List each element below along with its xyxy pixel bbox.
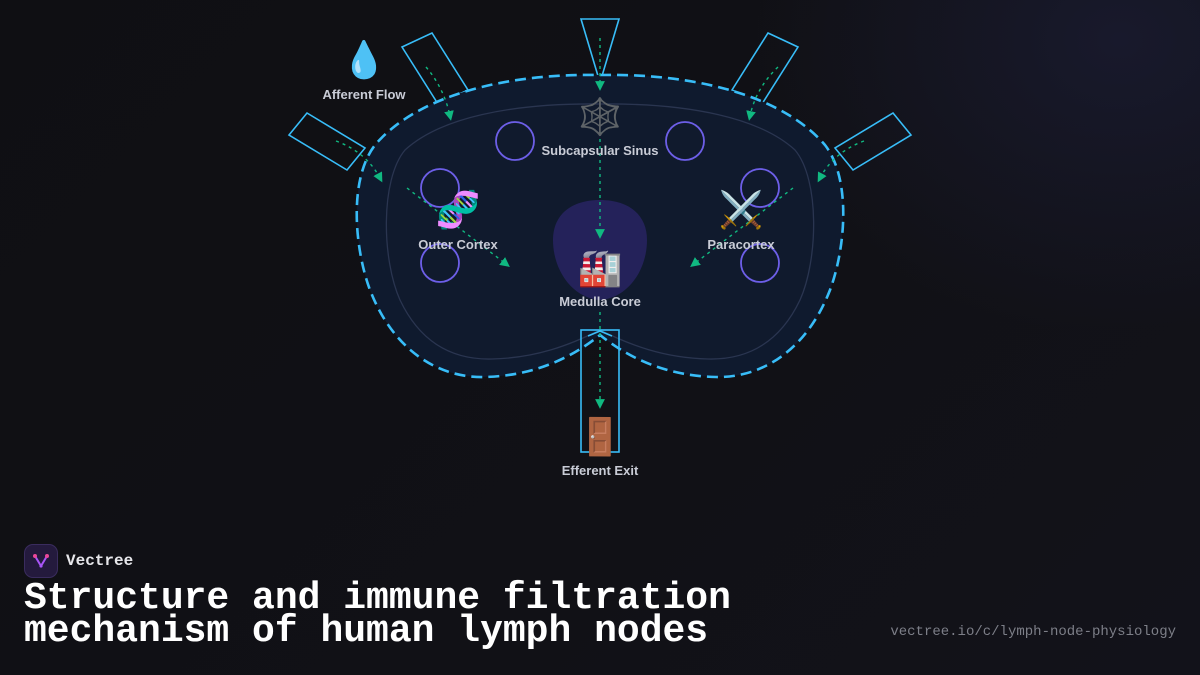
flow-arrow-upper-right — [746, 66, 779, 121]
node-afferent-flow: 💧 Afferent Flow — [322, 39, 406, 102]
follicle — [740, 168, 780, 208]
follicle — [665, 121, 705, 161]
node-medulla-core: 🏭 Medulla Core — [559, 248, 641, 309]
flow-arrow-right — [817, 140, 865, 183]
node-label: Efferent Exit — [562, 463, 639, 478]
crossed-swords-icon: ⚔️ — [719, 189, 764, 231]
follicle — [420, 168, 460, 208]
spider-web-icon: 🕸️ — [578, 96, 623, 138]
page-title: Structure and immune filtration mechanis… — [24, 577, 731, 653]
node-label: Medulla Core — [559, 294, 641, 309]
node-outer-cortex: 🧬 Outer Cortex — [418, 188, 498, 252]
medulla-region — [553, 200, 647, 300]
droplet-icon: 💧 — [342, 39, 387, 81]
vectree-logo-icon — [24, 544, 58, 578]
node-paracortex: ⚔️ Paracortex — [707, 189, 775, 252]
flow-arrow-left — [335, 140, 383, 183]
lymph-flow-arrows — [335, 38, 865, 409]
node-label: Afferent Flow — [322, 87, 406, 102]
afferent-vessel-right — [833, 111, 913, 172]
node-label: Paracortex — [707, 237, 775, 252]
node-label: Subcapsular Sinus — [541, 143, 658, 158]
lymphoid-follicles — [420, 121, 780, 283]
factory-icon: 🏭 — [578, 248, 623, 289]
node-label: Outer Cortex — [418, 237, 498, 252]
afferent-vessel-left — [287, 111, 367, 172]
node-efferent-exit: 🚪 Efferent Exit — [562, 416, 639, 478]
efferent-hilum-lines — [587, 330, 613, 337]
follicle — [420, 243, 460, 283]
source-url[interactable]: vectree.io/c/lymph-node-physiology — [890, 624, 1176, 640]
node-subcapsular-sinus: 🕸️ Subcapsular Sinus — [541, 96, 658, 158]
follicle — [495, 121, 535, 161]
brand-name: Vectree — [66, 552, 134, 570]
flow-arrow-upper-left — [425, 66, 454, 121]
efferent-vessel — [580, 329, 620, 453]
brand[interactable]: Vectree — [24, 544, 133, 578]
door-icon: 🚪 — [578, 416, 623, 458]
dna-icon: 🧬 — [436, 188, 481, 231]
follicle — [740, 243, 780, 283]
